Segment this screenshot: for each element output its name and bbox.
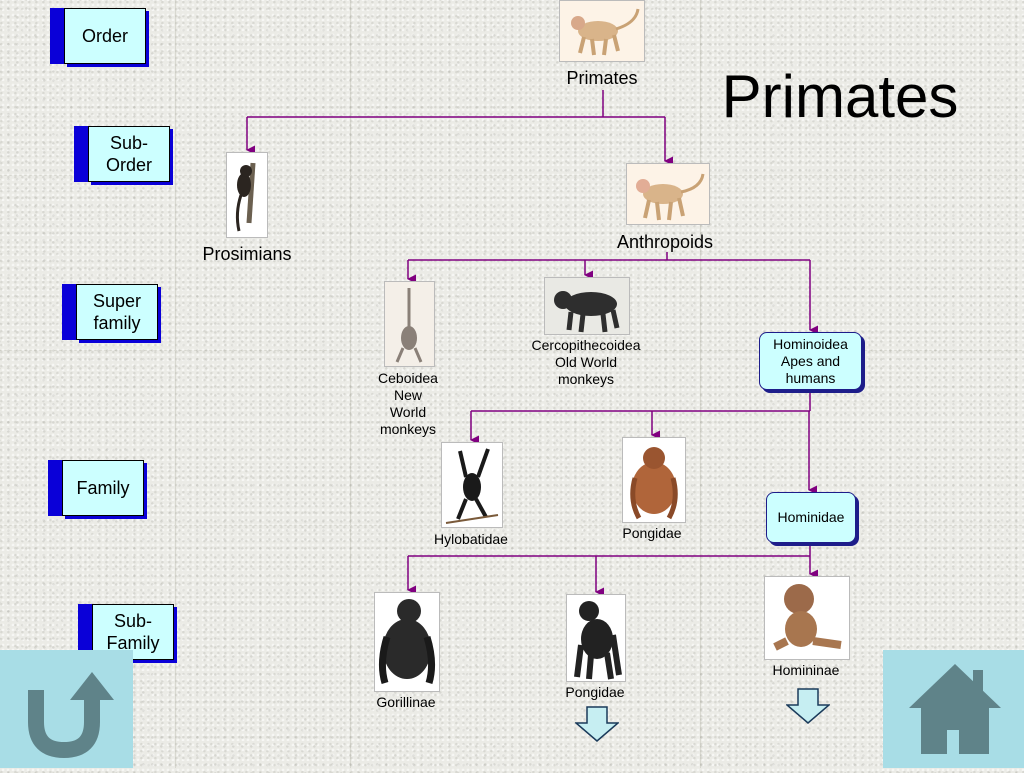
down-arrow-icon[interactable]	[575, 706, 619, 742]
edge-primates-bus	[247, 90, 665, 118]
rank-order: Order	[64, 8, 146, 64]
edge-hominidae-bus	[408, 544, 811, 557]
box-hominidae: Hominidae	[766, 492, 856, 543]
baboon-image	[544, 277, 630, 335]
label-homininae: Homininae	[772, 662, 840, 678]
rank-superfamily: Super family	[76, 284, 158, 340]
chimpanzee-image	[566, 594, 626, 682]
down-arrow-icon[interactable]	[786, 688, 830, 724]
lemur-image	[226, 152, 268, 238]
label-pongidae-subfamily: Pongidae	[565, 684, 625, 700]
page-title: Primates	[721, 63, 959, 130]
edge-hominoidea-bus	[471, 392, 811, 412]
label-ceboidea: Ceboidea New World monkeys	[378, 370, 438, 437]
label-hylobatidae: Hylobatidae	[434, 531, 508, 547]
rank-suborder: Sub- Order	[88, 126, 170, 182]
box-hominoidea: Hominoidea Apes and humans	[759, 332, 862, 390]
label-gorillinae: Gorillinae	[376, 694, 436, 710]
spider-monkey-image	[384, 281, 435, 367]
human-baby-image	[764, 576, 850, 660]
anthropoid-image	[626, 163, 710, 225]
rank-family: Family	[62, 460, 144, 516]
gibbon-image	[441, 442, 503, 528]
label-prosimians: Prosimians	[202, 244, 292, 264]
label-cercopithecoidea: Cercopithecoidea Old World monkeys	[531, 337, 641, 387]
gorilla-image	[374, 592, 440, 692]
rank-subfamily: Sub- Family	[92, 604, 174, 660]
edge-anthropoids-bus	[408, 252, 810, 261]
house-icon	[909, 664, 1001, 754]
u-turn-arrow-icon	[28, 672, 114, 759]
label-pongidae-family: Pongidae	[622, 525, 682, 541]
back-button[interactable]	[0, 650, 133, 768]
macaque-image	[559, 0, 645, 62]
label-primates: Primates	[566, 68, 638, 88]
label-anthropoids: Anthropoids	[616, 232, 714, 252]
home-button[interactable]	[883, 650, 1024, 768]
orangutan-image	[622, 437, 686, 523]
